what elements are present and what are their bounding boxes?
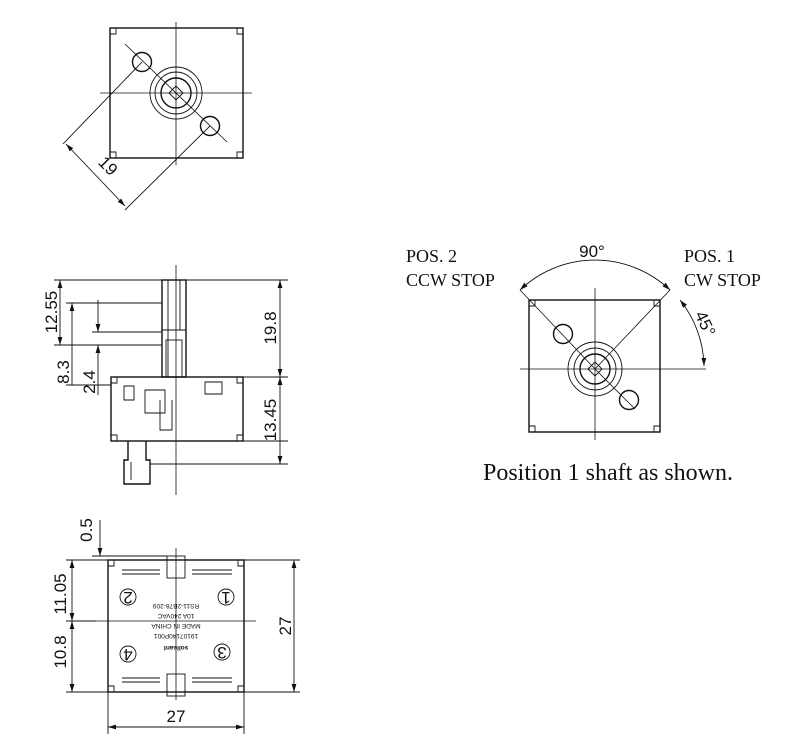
side-view-contact-left — [123, 385, 135, 401]
position-view-housing — [528, 299, 661, 433]
bottom-view-terminal-3-circle — [213, 643, 231, 661]
top-view-corner-notches — [110, 28, 243, 158]
bottom-view-terminal-4: 4 — [123, 645, 132, 664]
bottom-view-brand: solleant — [163, 644, 188, 651]
bottom-view-dim-27-right: 27 — [276, 617, 295, 636]
position-view-caption: Position 1 shaft as shown. — [483, 460, 733, 486]
side-view-contact-post — [159, 400, 173, 431]
side-view-body-notches — [111, 377, 243, 441]
position-view-pos1-label: POS. 1 — [684, 246, 735, 266]
position-view: 90° 45° POS. 2 CCW STOP POS. 1 CW STOP P… — [406, 242, 761, 486]
position-view-pos1-stop: CW STOP — [684, 270, 761, 290]
top-view-diagonal-dimension: 19 — [94, 153, 121, 180]
bottom-view: 2 1 4 3 RS11-2B78-209 10A 240VAC MADE IN… — [51, 518, 300, 734]
top-view-shaft-flat — [168, 85, 184, 101]
bottom-view-terminal-2-circle — [119, 588, 137, 606]
position-view-shaft-outer-ring — [567, 341, 623, 397]
top-view-mount-hole-upper — [131, 51, 153, 73]
top-view-shaft-inner-ring — [160, 77, 192, 109]
bottom-view-dim-0-5: 0.5 — [77, 518, 96, 542]
bottom-view-label-line1: RS11-2B78-209 — [153, 602, 200, 609]
side-view: 12.55 8.3 2.4 19.8 13.45 — [42, 265, 288, 495]
position-view-pos2-line — [519, 289, 596, 370]
bottom-view-label-line2: 10A 240VAC — [157, 612, 194, 619]
top-view: 19 — [62, 22, 252, 211]
position-view-hole-axis — [594, 368, 636, 410]
position-view-shaft-flat — [587, 361, 603, 377]
side-view-contact-center — [144, 389, 166, 414]
bottom-view-dim-11-05: 11.05 — [51, 573, 70, 614]
position-view-mount-hole-upper — [552, 323, 574, 345]
position-view-pos2-stop: CCW STOP — [406, 270, 495, 290]
position-view-angle-90: 90° — [579, 242, 605, 261]
top-view-shaft-mid-ring — [154, 71, 198, 115]
position-view-pos1-line — [594, 289, 671, 370]
bottom-view-label-line4: 19107140P001 — [154, 632, 198, 639]
top-view-extension-upper — [62, 61, 143, 145]
position-view-arc-45 — [679, 299, 707, 367]
side-view-dim-19-8: 19.8 — [261, 311, 280, 344]
bottom-view-terminal-1: 1 — [221, 588, 230, 607]
bottom-view-terminal-4-circle — [119, 645, 137, 663]
side-view-dim-2-4: 2.4 — [80, 370, 99, 394]
top-view-shaft-outer-ring — [149, 66, 203, 120]
bottom-view-corner-notches — [108, 560, 244, 692]
side-view-bushing — [165, 339, 183, 378]
position-view-pos2-label: POS. 2 — [406, 246, 457, 266]
top-view-extension-lower — [124, 125, 211, 211]
bottom-view-dim-10-8: 10.8 — [51, 635, 70, 668]
side-view-dim-13-45: 13.45 — [261, 399, 280, 442]
bottom-view-terminal-3: 3 — [217, 643, 226, 662]
side-view-body — [110, 376, 244, 442]
top-view-hole-axis — [124, 43, 228, 143]
bottom-view-dim-27-bottom: 27 — [167, 707, 186, 726]
bottom-view-terminal-1-circle — [217, 588, 235, 606]
side-view-contact-right — [204, 381, 223, 395]
position-view-angle-45: 45° — [691, 308, 719, 339]
side-view-dim-8-3: 8.3 — [54, 360, 73, 384]
side-view-dim-12-55: 12.55 — [42, 291, 61, 334]
top-view-mount-hole-lower — [199, 115, 221, 137]
position-view-arc-90 — [519, 259, 671, 291]
bottom-view-terminal-2: 2 — [123, 588, 132, 607]
bottom-view-slots — [122, 569, 232, 683]
position-view-mount-hole-lower — [618, 389, 640, 411]
top-view-diagonal-dimension-line — [65, 143, 126, 207]
side-view-terminal — [123, 441, 151, 485]
bottom-view-label-line3: MADE IN CHINA — [151, 622, 201, 629]
position-view-shaft-inner-ring — [579, 353, 611, 385]
position-view-shaft-mid-ring — [573, 347, 617, 391]
